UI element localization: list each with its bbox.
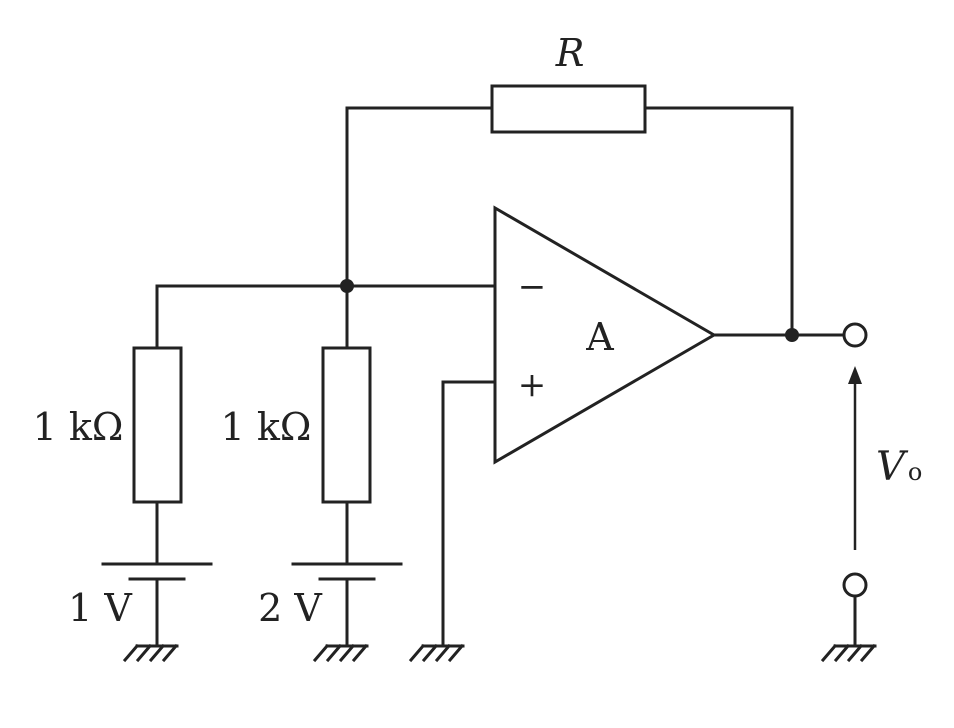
ground-icon	[820, 643, 877, 663]
ground-icon	[312, 643, 369, 663]
input-resistor-2	[321, 346, 372, 504]
feedback-path: R	[345, 31, 794, 337]
input-resistor-2-label: 1 kΩ	[221, 405, 312, 449]
output-voltage-subscript: o	[908, 458, 922, 486]
source-2-label: 2 V	[258, 586, 322, 630]
input-resistor-1-label: 1 kΩ	[33, 405, 124, 449]
output-junction-dot	[785, 328, 799, 342]
inverting-input-sign: −	[518, 267, 547, 307]
noninverting-input-sign: +	[518, 365, 547, 405]
ground-icon	[122, 643, 179, 663]
opamp-triangle	[493, 205, 717, 465]
input-branch-2: 1 kΩ 2 V	[221, 284, 403, 663]
voltage-arrow	[848, 366, 862, 550]
noninverting-ground-path	[408, 380, 497, 663]
input-resistor-1	[132, 346, 183, 504]
output-terminal	[842, 322, 868, 348]
inverting-node-wires	[155, 279, 497, 350]
source-1-label: 1 V	[68, 586, 132, 630]
opamp-label: A	[585, 315, 614, 359]
ground-icon	[408, 643, 465, 663]
feedback-resistor	[490, 84, 647, 134]
feedback-resistor-label: R	[555, 31, 585, 75]
output-voltage-symbol: V	[876, 444, 909, 490]
input-branch-1: 1 kΩ 1 V	[33, 346, 213, 663]
ground-terminal	[842, 572, 868, 598]
opamp: A − +	[493, 205, 717, 465]
